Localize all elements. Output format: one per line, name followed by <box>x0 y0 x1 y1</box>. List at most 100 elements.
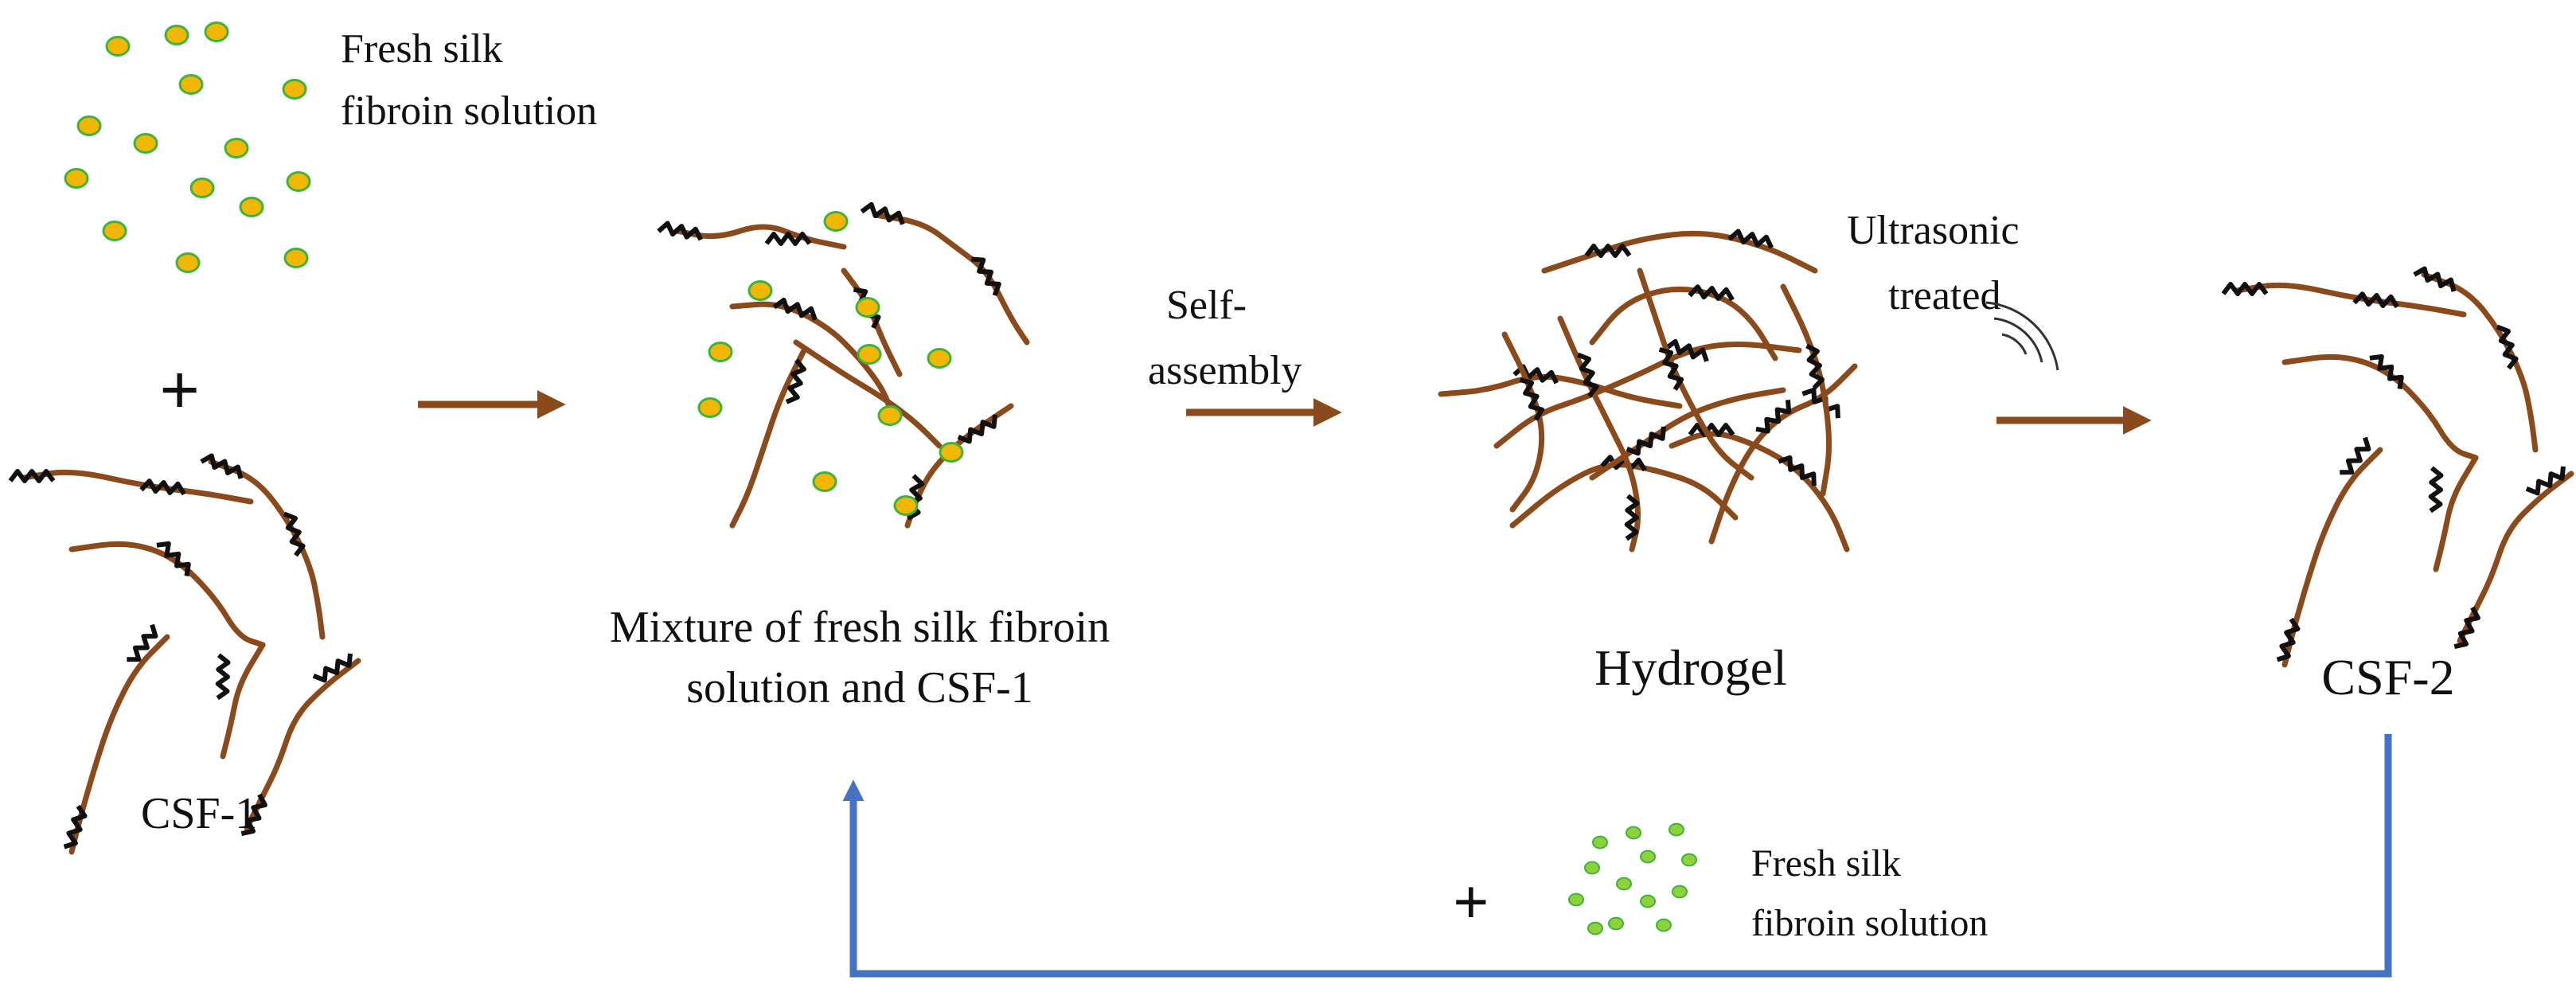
fibroin-particle-icon <box>1608 916 1624 931</box>
crystalline-segment-icon <box>1664 338 1709 362</box>
crystalline-segment-icon <box>2276 617 2301 662</box>
fresh-fibroin-particles-bottom <box>1568 822 1697 935</box>
fibroin-particle-icon <box>175 252 201 273</box>
silk-fiber-icon <box>21 469 254 505</box>
crystalline-segment-icon <box>785 358 806 404</box>
fibroin-particle-icon <box>64 168 89 189</box>
fresh-fibroin-particles-top <box>64 21 311 273</box>
fresh-solution-bottom-line1: Fresh silk <box>1751 842 1901 885</box>
fibroin-particle-icon <box>1681 853 1697 867</box>
crystalline-segment-icon <box>2352 291 2399 309</box>
csf2-label: CSF-2 <box>2321 649 2454 705</box>
fibroin-particle-icon <box>133 133 158 154</box>
crystalline-segment-icon <box>1626 426 1666 456</box>
fibroin-particle-icon <box>1626 826 1641 840</box>
crystalline-segment-icon <box>764 232 812 246</box>
fibroin-particle-icon <box>1640 850 1656 864</box>
hydrogel-network <box>1438 228 1858 553</box>
silk-fiber-icon <box>1509 462 1739 529</box>
crystalline-segment-icon <box>1658 347 1684 391</box>
crystalline-segment-icon <box>63 804 88 850</box>
silk-fiber-icon <box>1557 315 1641 553</box>
silk-fiber-icon <box>1780 283 1832 497</box>
fibroin-particle-icon <box>283 248 309 268</box>
crystalline-segment-icon <box>283 511 306 557</box>
silk-fiber-icon <box>793 339 943 449</box>
fibroin-particle-icon <box>1587 921 1603 935</box>
mixture-particles <box>697 211 964 516</box>
crystalline-segment-icon <box>139 478 186 496</box>
crystalline-segment-icon <box>1584 244 1632 258</box>
crystalline-segment-icon <box>1688 423 1735 437</box>
silk-fiber-icon <box>1708 363 1858 545</box>
crystalline-segment-icon <box>1576 352 1599 398</box>
csf1-label: CSF-1 <box>141 789 257 838</box>
fibroin-particle-icon <box>164 25 189 45</box>
silk-fiber-icon <box>2281 353 2479 461</box>
ultrasonic-line2: treated <box>1888 273 2000 318</box>
fibroin-particle-icon <box>102 221 127 241</box>
fibroin-particle-icon <box>224 138 249 158</box>
silk-fiber-icon <box>1637 268 1754 481</box>
crystalline-segment-icon <box>2525 466 2566 496</box>
fibroin-particle-icon <box>189 178 215 198</box>
fibroin-particle-icon <box>927 348 952 369</box>
crystalline-segment-icon <box>1778 455 1817 486</box>
mixture-label-line1: Mixture of fresh silk fibroin <box>610 603 1110 652</box>
crystalline-segment-icon <box>2453 606 2480 650</box>
silk-fiber-icon <box>1589 286 1778 361</box>
crystalline-segment-icon <box>1727 228 1774 249</box>
fibroin-particle-icon <box>855 297 880 318</box>
crystalline-segment-icon <box>215 653 231 701</box>
fibroin-particle-icon <box>239 197 264 217</box>
fibroin-particle-icon <box>1640 894 1656 908</box>
silk-fiber-icon <box>2281 447 2383 668</box>
crystalline-segment-icon <box>907 474 925 521</box>
fibroin-particle-icon <box>1672 885 1688 899</box>
mixture-fibers <box>657 201 1030 529</box>
fibroin-particle-icon <box>857 344 882 365</box>
silk-fiber-icon <box>872 212 1030 346</box>
fibroin-particle-icon <box>178 74 204 95</box>
crystalline-segment-icon <box>127 623 158 662</box>
crystalline-segment-icon <box>657 221 704 241</box>
crystalline-segment-icon <box>240 793 267 837</box>
silk-fiber-icon <box>729 301 895 417</box>
crystalline-segment-icon <box>1688 284 1735 302</box>
crystalline-segment-icon <box>156 541 191 576</box>
crystalline-segment-icon <box>1624 494 1640 541</box>
ultrasonic-line1: Ultrasonic <box>1847 208 2020 253</box>
fibroin-particle-icon <box>939 442 964 463</box>
fibroin-particle-icon <box>823 211 849 232</box>
fresh-solution-top-line2: fibroin solution <box>341 88 597 134</box>
fibroin-particle-icon <box>1568 892 1584 907</box>
fibroin-particle-icon <box>708 342 733 362</box>
fibroin-particle-icon <box>1616 877 1632 891</box>
crystalline-segment-icon <box>2496 324 2519 370</box>
fibroin-particle-icon <box>747 280 773 301</box>
fibroin-particle-icon <box>105 36 131 57</box>
silk-fiber-icon <box>2433 455 2479 572</box>
crystalline-segment-icon <box>1805 343 1825 390</box>
fibroin-particle-icon <box>1584 861 1600 875</box>
crystalline-segment-icon <box>2340 436 2371 475</box>
crystalline-segment-icon <box>2369 353 2404 389</box>
self-assembly-line1: Self- <box>1166 283 1247 328</box>
fibroin-particle-icon <box>1592 835 1608 850</box>
fresh-solution-bottom-line2: fibroin solution <box>1751 902 1988 944</box>
mixture-label-line2: solution and CSF-1 <box>686 663 1033 713</box>
crystalline-segment-icon <box>2428 466 2444 514</box>
crystalline-segment-icon <box>971 256 1001 297</box>
silk-fiber-icon <box>208 459 326 640</box>
fresh-solution-top-line1: Fresh silk <box>341 26 503 72</box>
crystalline-segment-icon <box>1519 377 1545 421</box>
silk-fiber-icon <box>2421 271 2539 453</box>
silk-fiber-icon <box>1669 431 1850 553</box>
silk-fiber-icon <box>244 658 361 831</box>
silk-fiber-icon <box>68 541 266 648</box>
silk-fiber-icon <box>1541 230 1818 274</box>
silk-fiber-icon <box>220 642 266 760</box>
silk-fiber-icon <box>68 634 170 855</box>
fibroin-particle-icon <box>286 171 311 192</box>
